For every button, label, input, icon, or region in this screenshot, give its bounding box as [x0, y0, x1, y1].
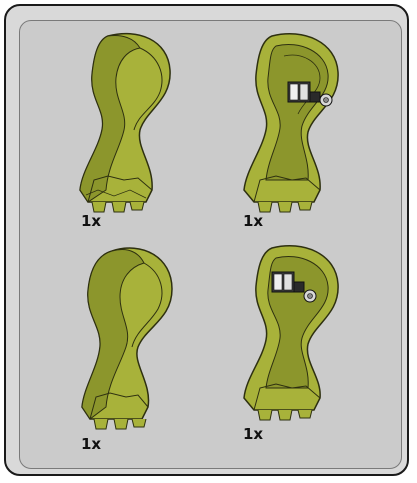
part-3-quantity: 1x: [81, 435, 101, 453]
part-4-image: [232, 242, 347, 422]
part-1-quantity: 1x: [81, 212, 101, 230]
part-2-image: [232, 30, 347, 215]
part-3-image: [68, 243, 178, 433]
parts-list-frame: [4, 4, 409, 476]
part-2-quantity: 1x: [243, 212, 263, 230]
part-1-image: [68, 30, 178, 215]
part-4-quantity: 1x: [243, 425, 263, 443]
